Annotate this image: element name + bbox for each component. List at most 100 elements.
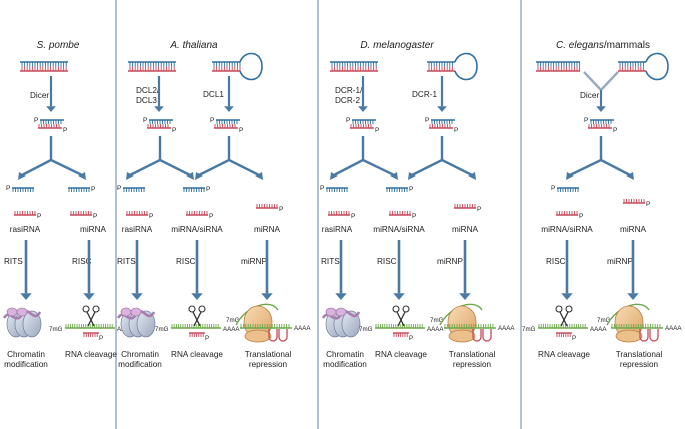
rits-arrow <box>20 240 32 300</box>
blade <box>192 311 201 327</box>
modification-mark <box>120 307 132 317</box>
blade <box>559 311 568 327</box>
sirna-duplex: PP <box>346 117 379 134</box>
phosphate-label: P <box>149 213 153 220</box>
split-arrows <box>330 136 398 180</box>
mirnp-label: miRNP <box>241 257 267 266</box>
phosphate-label: P <box>279 206 283 213</box>
arrowhead <box>468 172 476 180</box>
rits-label: RITS <box>4 257 23 266</box>
risc-arrow <box>561 240 573 300</box>
polya-label: AAAA <box>223 326 240 333</box>
hairpin-precursor <box>427 52 478 81</box>
phosphate-label: P <box>93 213 97 220</box>
cap-label: 7mG <box>430 317 444 324</box>
chromatin-nucleosomes <box>2 307 42 338</box>
risc-arrow <box>393 240 405 300</box>
nucleosome <box>22 310 42 338</box>
blade <box>87 311 96 327</box>
rasirna-label: rasiRNA <box>10 225 41 234</box>
single-strand: P <box>68 186 95 193</box>
single-strand: P <box>183 186 210 193</box>
phosphate-label: P <box>613 127 617 134</box>
blade <box>193 311 202 327</box>
mirnp-arrow <box>459 240 471 300</box>
merge-line <box>583 71 602 91</box>
rasirna-label: rasiRNA <box>322 225 353 234</box>
ribosome-small <box>615 329 643 343</box>
arrowhead <box>20 293 32 300</box>
dcr1-label: DCR-1 <box>412 90 437 99</box>
split-arrows <box>408 136 476 180</box>
single-strand: P <box>623 199 650 208</box>
risc-label: RISC <box>72 257 92 266</box>
phosphate-label: P <box>477 206 481 213</box>
phosphate-label: P <box>579 213 583 220</box>
arrowhead <box>596 106 606 112</box>
risc-arrow <box>191 240 203 300</box>
mirnp-arrow <box>261 240 273 300</box>
mirna-label: miRNA <box>620 225 646 234</box>
rits-arrow <box>335 240 347 300</box>
mirna-sirna-label: miRNA/siRNA <box>373 225 425 234</box>
arrow-shaft <box>441 158 473 177</box>
risc-arrow <box>83 240 95 300</box>
phosphate-label: P <box>351 213 355 220</box>
arrow-shaft <box>21 158 52 177</box>
arrow-shaft <box>198 158 230 177</box>
sirna-duplex: PP <box>210 117 243 134</box>
pathway-graphics: PPPPPP7mGAAAAPPPPPPPPPP7mGAAAAP7mGAAAAPP… <box>2 52 682 343</box>
arrowhead <box>561 293 573 300</box>
phosphate-label: P <box>99 335 103 342</box>
hairpin-precursor <box>212 52 263 81</box>
arrowhead <box>261 293 273 300</box>
nucleosome <box>341 310 361 338</box>
handle <box>82 305 90 313</box>
arrowhead <box>335 293 347 300</box>
arrow-shaft <box>600 158 631 177</box>
dcl23-arrow <box>154 76 164 112</box>
rits-label: RITS <box>117 257 136 266</box>
mirna-bulge <box>649 329 659 342</box>
polya-label: AAAA <box>294 325 311 332</box>
phosphate-label: P <box>454 127 458 134</box>
arrowhead <box>78 172 86 180</box>
single-strand: P <box>70 211 97 220</box>
arrow-shaft <box>333 158 364 177</box>
phosphate-label: P <box>91 186 95 193</box>
risc-label: RISC <box>176 257 196 266</box>
scissors-icon <box>392 305 410 327</box>
scissors-icon <box>555 305 573 327</box>
rna-cleavage-label: RNA cleavage <box>375 350 427 359</box>
blade <box>396 311 405 327</box>
phosphate-label: P <box>6 185 10 192</box>
arrowhead <box>224 106 234 112</box>
organism-title: S. pombe <box>37 40 80 51</box>
dcl2-dcl3-label: DCL2/DCL3 <box>136 86 160 105</box>
arrowhead <box>126 172 134 180</box>
polya-label: AAAA <box>427 326 444 333</box>
arrowhead <box>627 293 639 300</box>
rits-arrow <box>131 240 143 300</box>
single-strand: P <box>551 185 579 192</box>
rits-label: RITS <box>321 257 340 266</box>
scissors-icon <box>82 305 100 327</box>
mirnp-arrow <box>627 240 639 300</box>
mirna-bulge <box>278 329 288 342</box>
phosphate-label: P <box>239 127 243 134</box>
rna-cleavage-label: RNA cleavage <box>65 350 117 359</box>
mirna-label: miRNA <box>254 225 280 234</box>
risc-label: RISC <box>546 257 566 266</box>
hairpin-loop <box>645 52 669 81</box>
mirna-sirna-label: miRNA/siRNA <box>541 225 593 234</box>
mirna-bulge <box>472 329 482 342</box>
ribosome-small <box>244 329 272 343</box>
dicer-merge-lines <box>583 71 619 91</box>
nucleosome <box>136 310 156 338</box>
